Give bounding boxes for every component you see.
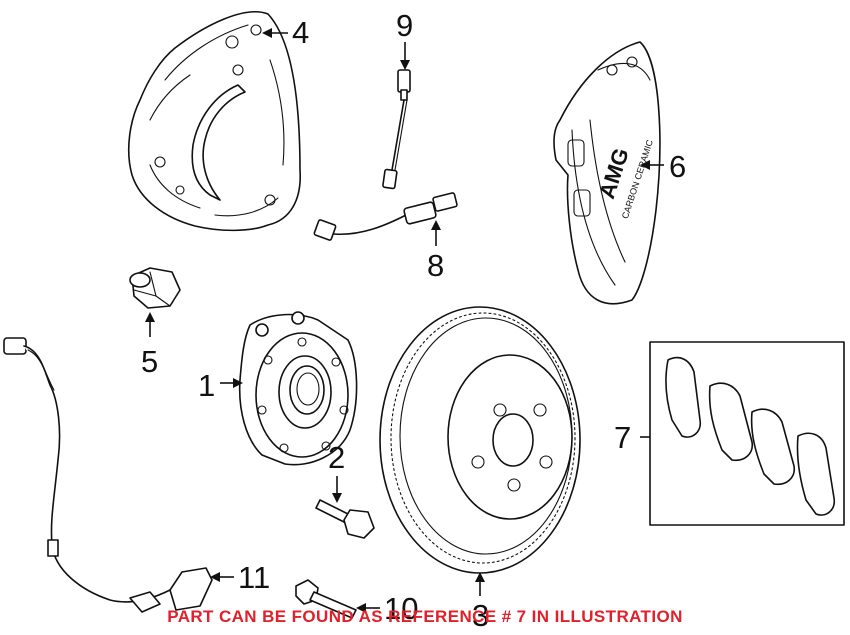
dust-shield — [127, 11, 301, 232]
brake-rotor — [379, 306, 581, 574]
wheel-hub-nut — [129, 267, 181, 309]
callout-8: 8 — [427, 248, 444, 283]
callout-9: 9 — [396, 8, 413, 43]
callout-11: 11 — [238, 560, 270, 595]
callout-3: 3 — [472, 598, 489, 633]
leader-lines — [145, 28, 664, 613]
brake-caliper: AMG CARBON CERAMIC — [553, 41, 661, 305]
callout-4: 4 — [292, 15, 309, 50]
wear-sensor-horizontal — [313, 192, 458, 241]
brake-pad-set — [649, 341, 845, 526]
callout-1: 1 — [198, 368, 215, 403]
callout-10: 10 — [384, 591, 418, 626]
callout-6: 6 — [669, 149, 686, 184]
callout-5: 5 — [141, 344, 158, 379]
caliper-bolt — [315, 499, 375, 539]
callout-2: 2 — [328, 440, 345, 475]
wear-sensor-vertical — [382, 69, 411, 190]
wheel-hub-bearing — [238, 311, 358, 466]
mounting-bolt — [295, 579, 357, 619]
callout-7: 7 — [614, 420, 631, 455]
abs-speed-sensor — [3, 337, 213, 613]
reference-notice: PART CAN BE FOUND AS REFERENCE # 7 IN IL… — [167, 607, 683, 626]
